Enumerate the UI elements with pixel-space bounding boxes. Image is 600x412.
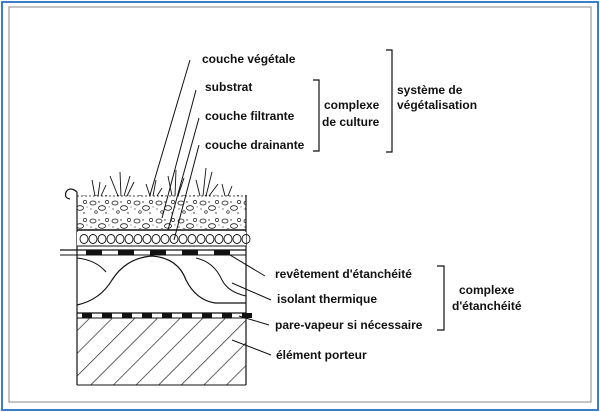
vapour-barrier-dashes <box>82 313 252 318</box>
group-vegetalisation-1: système de <box>397 83 463 97</box>
label-substrat: substrat <box>205 80 252 94</box>
waterproof-dashes <box>86 250 230 255</box>
label-couche-vegetale: couche végétale <box>202 52 296 66</box>
group-complexe-culture-2: de culture <box>322 115 380 129</box>
label-isolant: isolant thermique <box>277 292 377 306</box>
label-couche-filtrante: couche filtrante <box>205 109 295 123</box>
braces <box>313 49 445 331</box>
label-element-porteur: élément porteur <box>276 348 367 362</box>
insulation-right-curve <box>195 257 247 297</box>
leader-lines <box>149 59 272 356</box>
label-couche-drainante: couche drainante <box>205 138 305 152</box>
label-revetement: revêtement d'étanchéité <box>275 267 412 281</box>
insulation-bumps <box>76 255 246 306</box>
label-pare-vapeur: pare-vapeur si nécessaire <box>275 318 423 332</box>
group-complexe-culture-1: complexe <box>324 98 380 112</box>
structural-element <box>77 318 246 385</box>
group-vegetalisation-2: végétalisation <box>397 98 477 112</box>
group-etancheite-1: complexe <box>459 283 515 297</box>
substrate-layer <box>77 195 246 229</box>
drainage-layer <box>77 232 251 247</box>
insulation-left-curve <box>76 257 107 273</box>
group-etancheite-2: d'étanchéité <box>452 299 522 313</box>
vegetation <box>91 167 233 197</box>
parapet-hook <box>64 188 78 200</box>
